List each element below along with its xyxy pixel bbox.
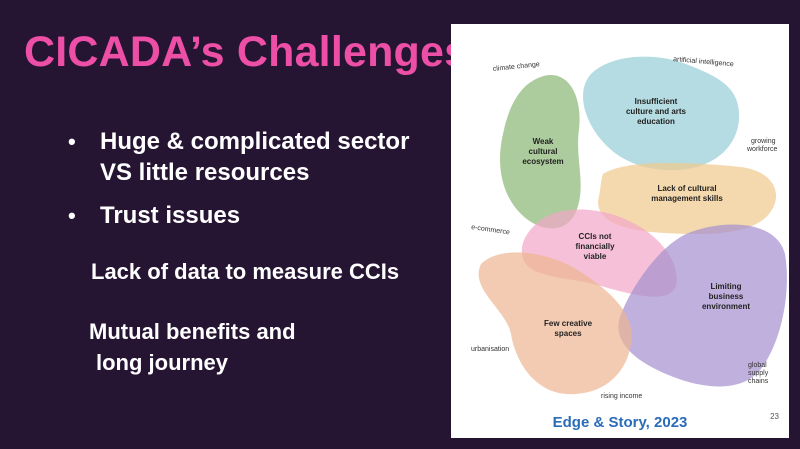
bullet-list: • Huge & complicated sector VS little re… [68,126,409,243]
challenges-figure: Weak cultural ecosystem Insufficient cul… [451,24,789,438]
blob-label: education [637,117,675,126]
sub-point-data: Lack of data to measure CCIs [91,259,400,284]
blob-label: Lack of cultural [657,184,716,193]
blob-label: spaces [554,329,582,338]
trend-label: urbanisation [471,346,509,353]
blob-label: Limiting [710,282,741,291]
blob-limiting-business-environment [618,224,787,387]
bullet-dot-icon: • [68,203,76,228]
bullet-text-cont: VS little resources [100,159,310,186]
blob-label: business [709,292,744,301]
sub-point-mutual-line2: long journey [96,350,228,375]
blob-diagram: Weak cultural ecosystem Insufficient cul… [471,56,787,400]
blob-label: financially [575,242,615,251]
trend-label: e-commerce [471,224,511,236]
blob-label: culture and arts [626,107,687,116]
blob-few-creative-spaces [478,252,632,395]
bullet-item-trust: • Trust issues [68,200,409,231]
bullet-text: Huge & complicated sector [100,128,410,155]
trend-label: global [748,362,767,369]
trend-label: rising income [601,393,642,400]
blob-label: viable [584,252,607,261]
trend-label: supply [748,370,769,377]
trend-label: workforce [746,146,777,153]
blob-label: ecosystem [522,157,563,166]
blob-label: CCIs not [579,232,612,241]
slide-title: CICADA’s Challenges [24,28,469,76]
blob-weak-cultural-ecosystem [500,75,581,229]
page-number: 23 [770,412,779,421]
bullet-dot-icon: • [68,129,76,154]
sub-point-mutual-line1: Mutual benefits and [89,319,296,344]
blob-label: Few creative [544,319,593,328]
trend-label: chains [748,378,769,385]
blob-insufficient-education [582,56,740,171]
bullet-text: Trust issues [100,202,241,229]
blob-lack-management-skills [598,162,777,235]
blob-label: management skills [651,194,723,203]
blob-label: cultural [529,147,558,156]
blob-label: Weak [533,137,554,146]
blob-label: environment [702,302,750,311]
figure-caption: Edge & Story, 2023 [552,414,688,431]
trend-label: growing [751,138,776,145]
bullet-item-sector: • Huge & complicated sector VS little re… [68,126,409,188]
trend-label: climate change [492,61,540,73]
blob-label: Insufficient [635,97,678,106]
